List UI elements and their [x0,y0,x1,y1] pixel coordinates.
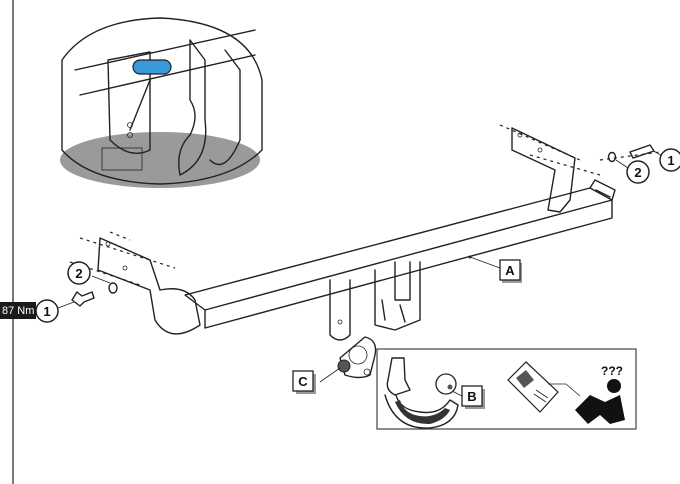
crossbar-beam [184,179,616,329]
svg-text:A: A [505,263,515,278]
tow-ball [384,357,459,429]
left-fasteners [71,282,118,307]
right-bracket [499,124,661,213]
right-fasteners [607,144,655,163]
svg-text:2: 2 [75,266,82,281]
callout-2-left: 2 [67,261,111,285]
inset-detail-view [60,17,263,188]
washer-right [607,151,617,163]
torque-tag: 87 Nm [0,302,36,319]
neck-mount [329,261,421,341]
callout-1-right: 1 [653,148,680,172]
callout-2-right: 2 [615,159,650,184]
manual-icon [507,361,581,413]
svg-text:1: 1 [667,153,674,168]
left-bracket [69,231,201,335]
inset-shadow [60,132,260,188]
svg-text:87 Nm: 87 Nm [2,305,34,317]
callout-1-left: 1 [35,299,75,323]
bracket [107,51,151,154]
label-b: B [451,385,485,409]
bolt-left [71,291,95,307]
label-c: C [292,367,341,394]
parts-box [376,348,637,430]
svg-text:B: B [467,389,476,404]
type-plate [101,147,143,171]
svg-text:1: 1 [43,304,50,319]
label-a: A [468,255,522,283]
svg-text:C: C [298,374,308,389]
svg-text:???: ??? [601,364,623,378]
bolt-right [629,144,655,159]
socket-plate [337,336,377,379]
washer-left [108,282,118,294]
svg-text:2: 2 [634,165,641,180]
highlight-slot [132,59,172,75]
inset-frame [61,17,263,185]
reader-with-question-icon: ??? [575,364,625,424]
